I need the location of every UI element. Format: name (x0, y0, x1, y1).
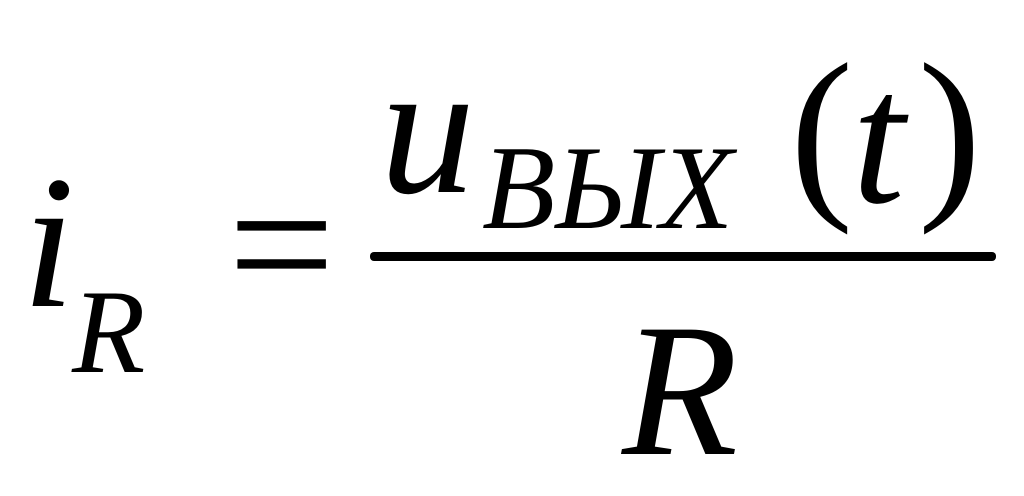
formula: i R = u ВЫХ ( t ) R (22, 24, 996, 496)
numerator-variable: u (380, 24, 475, 234)
numerator-subscript: ВЫХ (482, 121, 734, 254)
equals-sign: = (228, 140, 336, 350)
close-parenthesis: ) (918, 26, 982, 236)
current-subscript: R (72, 265, 146, 398)
fraction-bar (370, 252, 996, 261)
denominator-variable: R (622, 286, 739, 496)
current-variable: i (22, 138, 75, 348)
open-parenthesis: ( (790, 26, 854, 236)
time-argument: t (852, 34, 905, 244)
